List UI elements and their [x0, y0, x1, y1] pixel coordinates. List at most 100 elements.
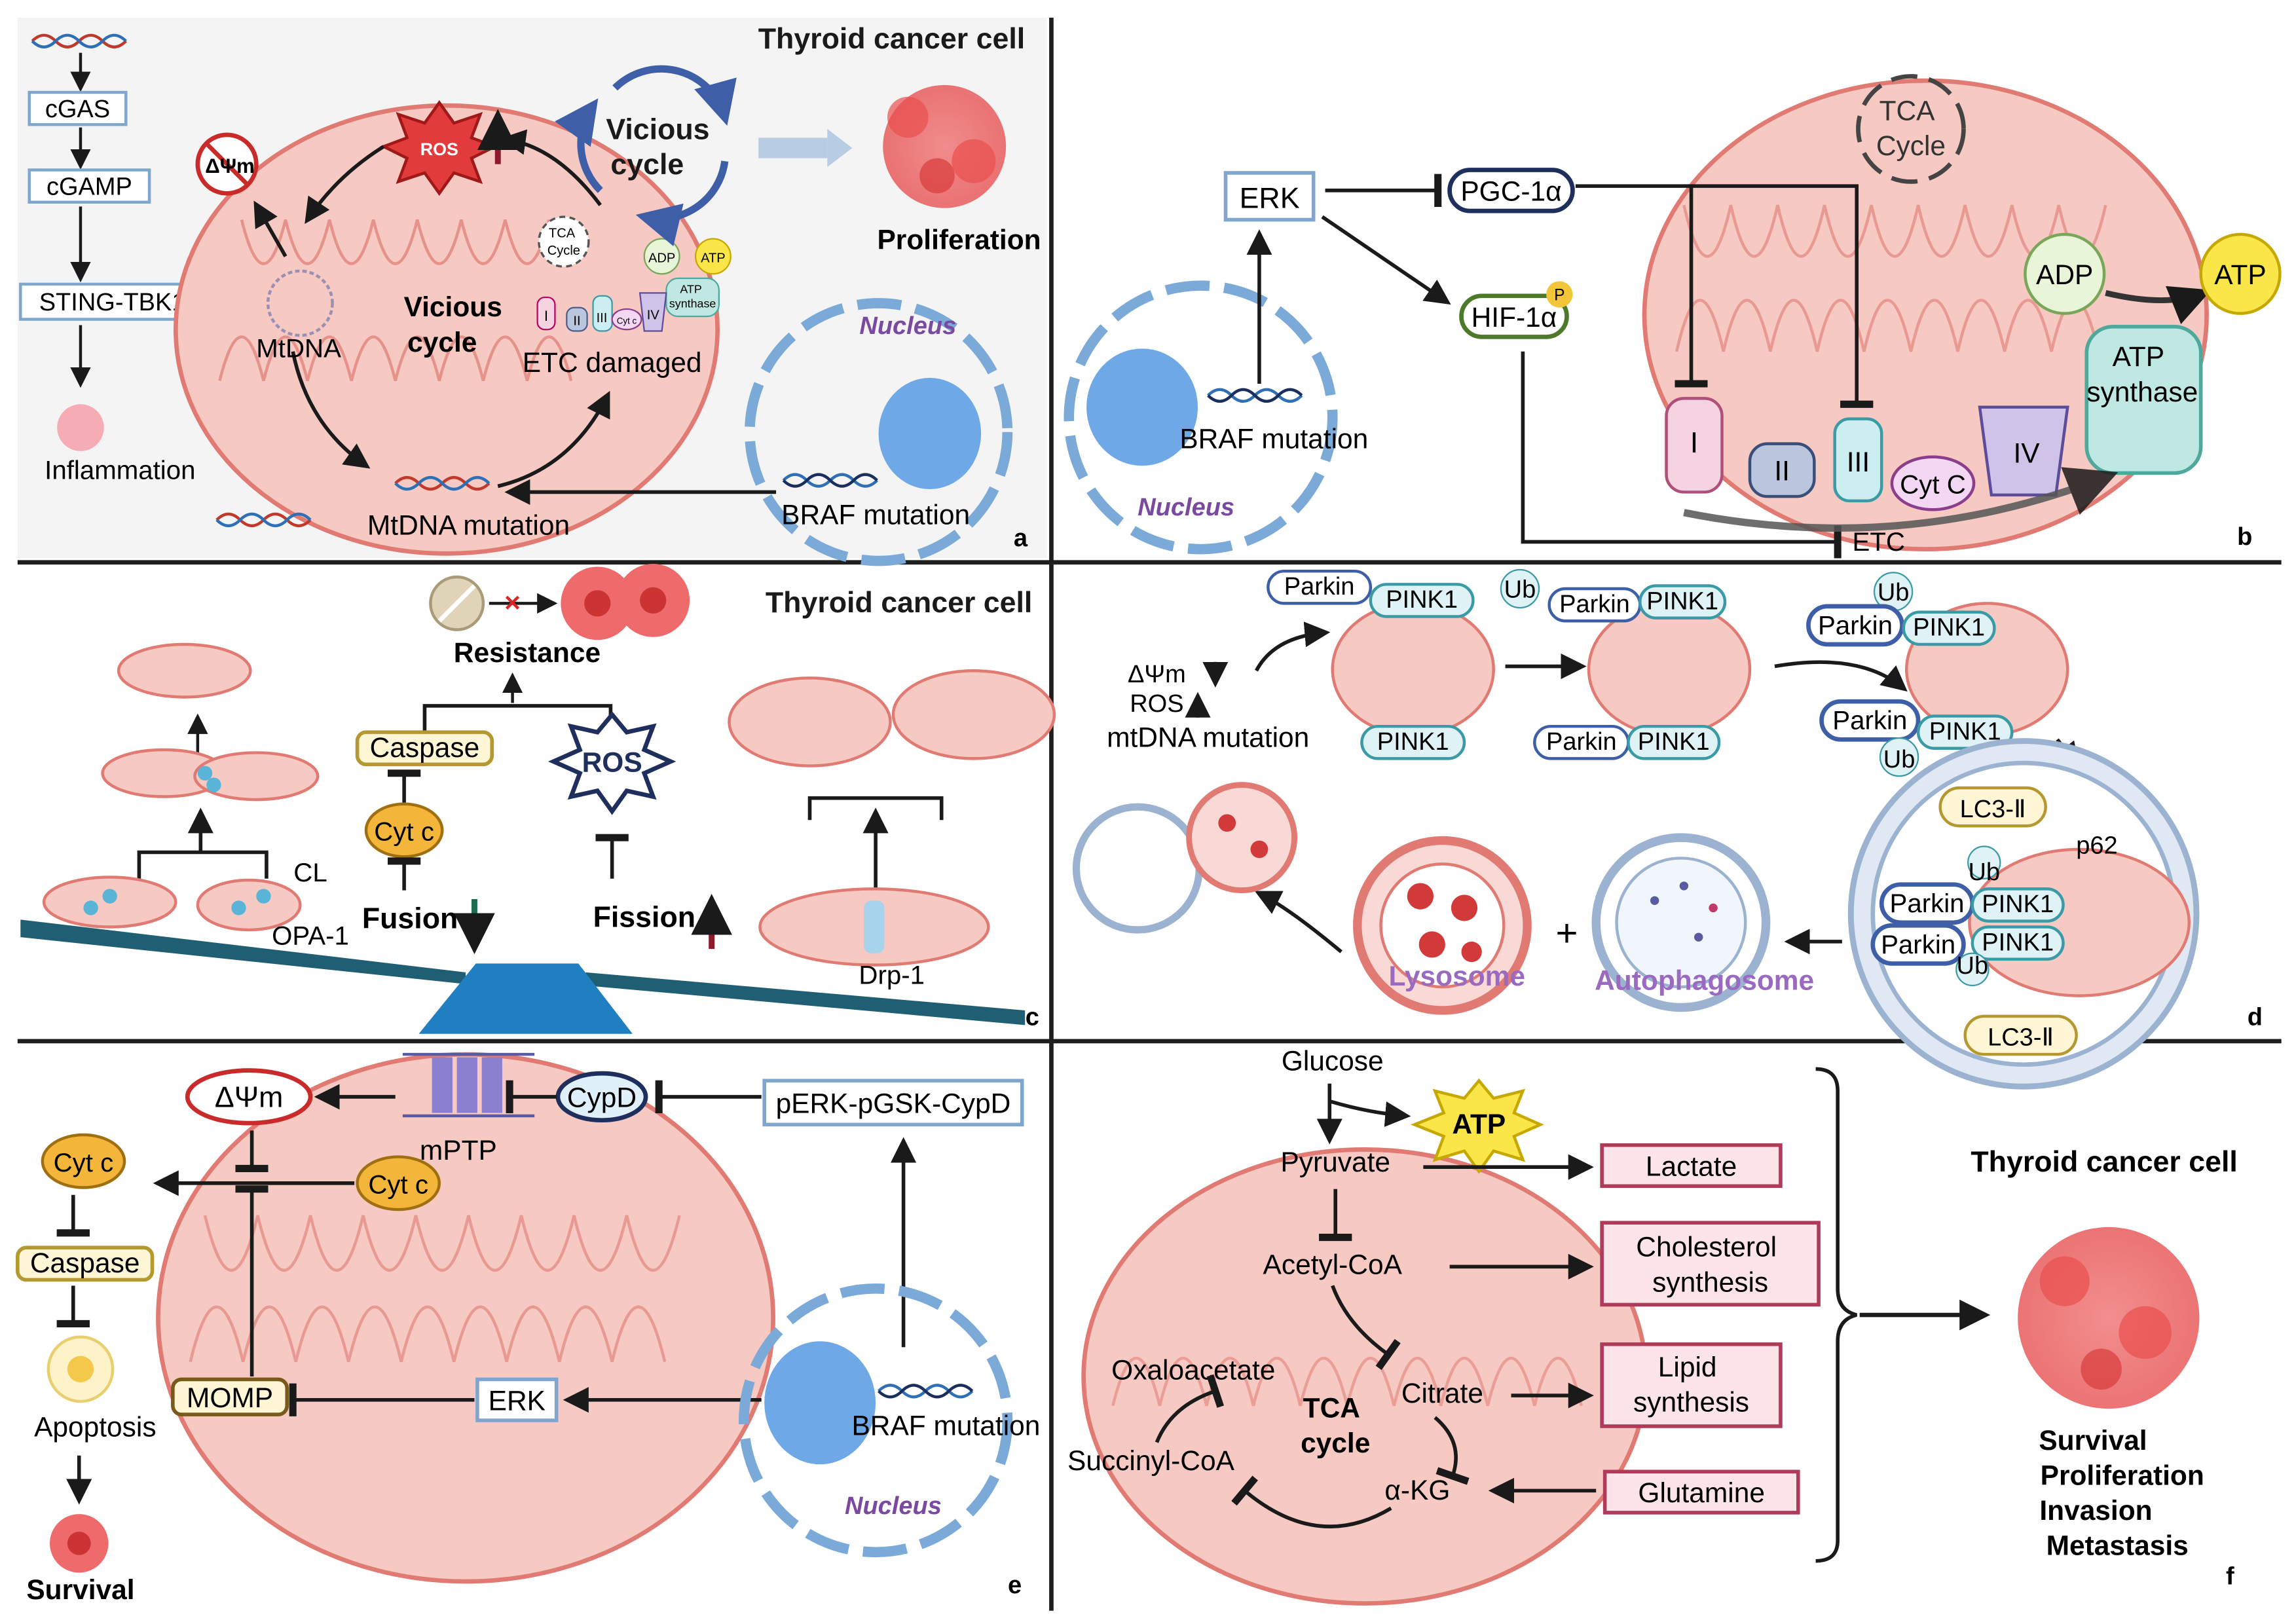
panel-f-title: Thyroid cancer cell	[1971, 1146, 2237, 1178]
mtdna-mutation-label: MtDNA mutation	[367, 510, 570, 541]
citrate-label: Citrate	[1401, 1378, 1483, 1409]
succinyl-label: Succinyl-CoA	[1067, 1446, 1235, 1477]
svg-text:Cyt c: Cyt c	[617, 316, 637, 325]
adp-b	[2024, 232, 2106, 315]
svg-text:I: I	[1690, 427, 1698, 459]
svg-text:Ub: Ub	[1957, 952, 1989, 980]
complex-iii-small	[592, 295, 613, 332]
erk-box-e	[475, 1377, 559, 1422]
pink1-d1a	[1369, 583, 1475, 618]
svg-text:ΔΨm: ΔΨm	[1128, 661, 1186, 688]
svg-text:ΔΨm: ΔΨm	[215, 1082, 283, 1114]
erk-label-b: ERK	[1240, 183, 1300, 215]
svg-text:III: III	[1847, 447, 1870, 478]
svg-text:ROS: ROS	[1130, 690, 1183, 718]
cholesterol-box	[1600, 1221, 1821, 1307]
mptp-channel-icon	[402, 1052, 535, 1118]
svg-text:Parkin: Parkin	[1890, 889, 1965, 918]
svg-text:Cholesterol synthesis: Cholesterol synthesis	[1636, 1232, 1785, 1299]
pyruvate-label: Pyruvate	[1280, 1147, 1390, 1178]
braf-label-e: BRAF mutation	[851, 1411, 1040, 1441]
plus-sign: +	[1556, 912, 1578, 955]
tca-cycle-f: TCA cycle	[1301, 1393, 1370, 1460]
svg-text:TCA Cycle: TCA Cycle	[547, 226, 580, 258]
glutamine-box	[1602, 1469, 1800, 1515]
nucleolus-b	[1086, 348, 1198, 466]
svg-text:Parkin: Parkin	[1832, 706, 1907, 735]
autolysosome-b	[1186, 782, 1298, 894]
panel-a: Thyroid cancer cell cGAS cGAMP STING-TBK…	[17, 17, 1047, 566]
svg-text:PINK1: PINK1	[1386, 586, 1458, 614]
cytc-e-outer	[41, 1133, 126, 1189]
cytc-small	[611, 308, 642, 331]
nucleus-label-b: Nucleus	[1138, 494, 1234, 521]
proliferation-label: Proliferation	[877, 225, 1041, 255]
cypd-e	[555, 1071, 648, 1123]
panel-d-letter: d	[2248, 1003, 2263, 1031]
svg-text:PINK1: PINK1	[1638, 728, 1710, 756]
atp-small-icon	[694, 238, 731, 275]
lysosome-label: Lysosome	[1389, 961, 1526, 992]
svg-text:P: P	[1554, 287, 1565, 304]
atp-burst-f	[1410, 1078, 1544, 1174]
perk-box	[762, 1079, 1024, 1127]
complex-ii-small	[566, 306, 588, 332]
akg-label: α-KG	[1384, 1475, 1450, 1506]
momp-box	[171, 1377, 289, 1416]
complex-iv-b	[1978, 405, 2069, 497]
ub-d3b	[1879, 737, 1919, 777]
autolysosome-a	[1072, 803, 1203, 934]
svg-text:Ub: Ub	[1968, 858, 2000, 886]
svg-text:ERK: ERK	[489, 1386, 546, 1416]
svg-text:Cyt C: Cyt C	[1900, 470, 1966, 500]
svg-text:Parkin: Parkin	[1559, 591, 1630, 618]
parkin-d3a	[1806, 604, 1904, 647]
svg-text:ATP: ATP	[701, 251, 726, 265]
cgas-box	[28, 90, 128, 126]
svg-text:TCA Cycle: TCA Cycle	[1876, 96, 1946, 162]
panel-f: Glucose ATP Pyruvate Lactate Acetyl-CoA …	[1067, 1046, 2238, 1606]
drp1-label: Drp-1	[859, 961, 925, 990]
svg-text:ATP: ATP	[1452, 1109, 1506, 1140]
svg-text:Cyt c: Cyt c	[368, 1170, 428, 1199]
nucleus-label-e: Nucleus	[845, 1492, 942, 1520]
svg-text:IV: IV	[2014, 439, 2041, 470]
seesaw-beam	[20, 919, 466, 984]
complex-iv-small	[639, 292, 667, 332]
mptp-label: mPTP	[420, 1135, 497, 1166]
mito-fission-right	[891, 669, 1056, 760]
autophagosome-label: Autophagosome	[1595, 966, 1814, 997]
svg-text:IV: IV	[647, 308, 660, 323]
svg-text:LC3-Ⅱ: LC3-Ⅱ	[1960, 796, 2026, 823]
apoptosis-label: Apoptosis	[34, 1412, 157, 1443]
panel-e: mPTP ΔΨm CypD pERK-pGSK-CypD Cyt c Cyt c…	[16, 1052, 1040, 1606]
panel-b: TCA Cycle ERK PGC-1α HIF-1α P I II III C…	[1064, 74, 2282, 559]
oxaloacetate-label: Oxaloacetate	[1111, 1355, 1275, 1386]
acetyl-label: Acetyl-CoA	[1263, 1249, 1403, 1280]
pink1-d3a	[1902, 610, 1996, 646]
atp-synthase-b	[2084, 324, 2203, 475]
lc3-bottom	[1963, 1014, 2078, 1056]
tca-small-icon	[538, 215, 590, 268]
svg-text:Parkin: Parkin	[1546, 728, 1617, 756]
glucose-label: Glucose	[1282, 1046, 1384, 1077]
braf-label-a: BRAF mutation	[781, 500, 970, 531]
svg-text:PINK1: PINK1	[1646, 587, 1718, 615]
fulcrum-icon	[418, 963, 633, 1034]
svg-text:LC3-Ⅱ: LC3-Ⅱ	[1988, 1024, 2054, 1052]
pink1-d4a	[1971, 887, 2065, 923]
svg-text:Parkin: Parkin	[1818, 610, 1893, 640]
svg-text:PINK1: PINK1	[1929, 718, 2001, 745]
cgamp-label: cGAMP	[46, 174, 132, 201]
cytc-c	[364, 802, 444, 858]
complex-i-small	[536, 296, 556, 331]
svg-text:ATP synthase: ATP synthase	[669, 282, 716, 310]
complex-iii-b	[1833, 417, 1883, 503]
panel-c-title: Thyroid cancer cell	[766, 587, 1032, 619]
pink1-d2b	[1627, 724, 1721, 760]
cytc-e-inner	[356, 1155, 441, 1211]
svg-text:pERK-pGSK-CypD: pERK-pGSK-CypD	[776, 1088, 1011, 1119]
parkin-d4b	[1870, 923, 1966, 966]
svg-text:Parkin: Parkin	[1284, 573, 1355, 600]
mtdna-label: MtDNA	[256, 334, 341, 363]
